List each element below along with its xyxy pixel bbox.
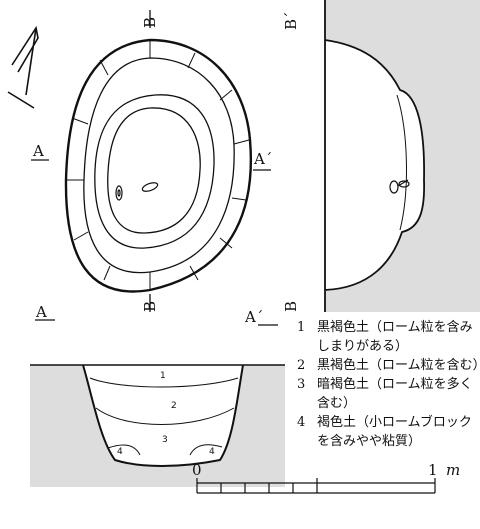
label-b-profile-bottom: B [282, 300, 300, 312]
north-arrow-icon [7, 25, 39, 109]
legend-text: 黒褐色土（ローム粒を含む） [317, 358, 480, 373]
section-layer-2: 2 [171, 401, 177, 411]
label-a-right: A´ [254, 150, 273, 168]
section-pit-fill [83, 365, 243, 466]
legend-item: 1 黒褐色土（ローム粒を含みしまりがある） [291, 318, 480, 356]
legend-number: 3 [297, 377, 306, 392]
scale-bar [196, 478, 436, 494]
profile-ground-fill [325, 0, 480, 312]
label-a-left: A [33, 142, 44, 160]
layer-legend: 1 黒褐色土（ローム粒を含みしまりがある） 2 黒褐色土（ローム粒を含む） 3 … [291, 318, 480, 451]
plan-outer-outline [64, 38, 253, 293]
legend-item: 4 褐色土（小ロームブロックを含みやや粘質） [291, 413, 480, 451]
label-a-bottom-left: A [36, 303, 47, 321]
scale-start-label: 0 [192, 461, 202, 479]
section-layer-4b: 4 [209, 447, 215, 457]
plan-bottom-contour [107, 107, 201, 234]
label-b-profile-top: B´ [282, 11, 300, 30]
section-ticks [31, 10, 278, 326]
legend-number: 1 [297, 320, 306, 335]
legend-number: 4 [297, 415, 306, 430]
legend-item: 3 暗褐色土（ローム粒を多く含む） [291, 375, 480, 413]
plan-floor-contour [94, 94, 215, 249]
profile-feature-mark [389, 179, 410, 194]
post-hole-marks [115, 182, 159, 201]
label-a-bottom-right: A´ [245, 308, 264, 326]
plan-rim-contour [83, 57, 235, 274]
legend-text: 暗褐色土（ローム粒を多く含む） [317, 377, 473, 411]
legend-item: 2 黒褐色土（ローム粒を含む） [291, 356, 480, 375]
profile-outline [324, 0, 426, 312]
scale-end-label: 1 [428, 461, 438, 479]
section-layer-1: 1 [160, 371, 166, 381]
profile-inner-line [396, 94, 407, 231]
plan-hachures [66, 41, 250, 290]
section-layer-4a: 4 [117, 447, 123, 457]
legend-text: 黒褐色土（ローム粒を含みしまりがある） [317, 320, 473, 354]
section-lines [30, 364, 285, 467]
label-b-bottom: B [141, 300, 159, 312]
section-layer-3: 3 [162, 435, 168, 445]
label-b-top: B [141, 16, 159, 28]
legend-text: 褐色土（小ロームブロックを含みやや粘質） [317, 415, 472, 449]
scale-unit-label: m [446, 461, 461, 479]
legend-number: 2 [297, 358, 306, 373]
